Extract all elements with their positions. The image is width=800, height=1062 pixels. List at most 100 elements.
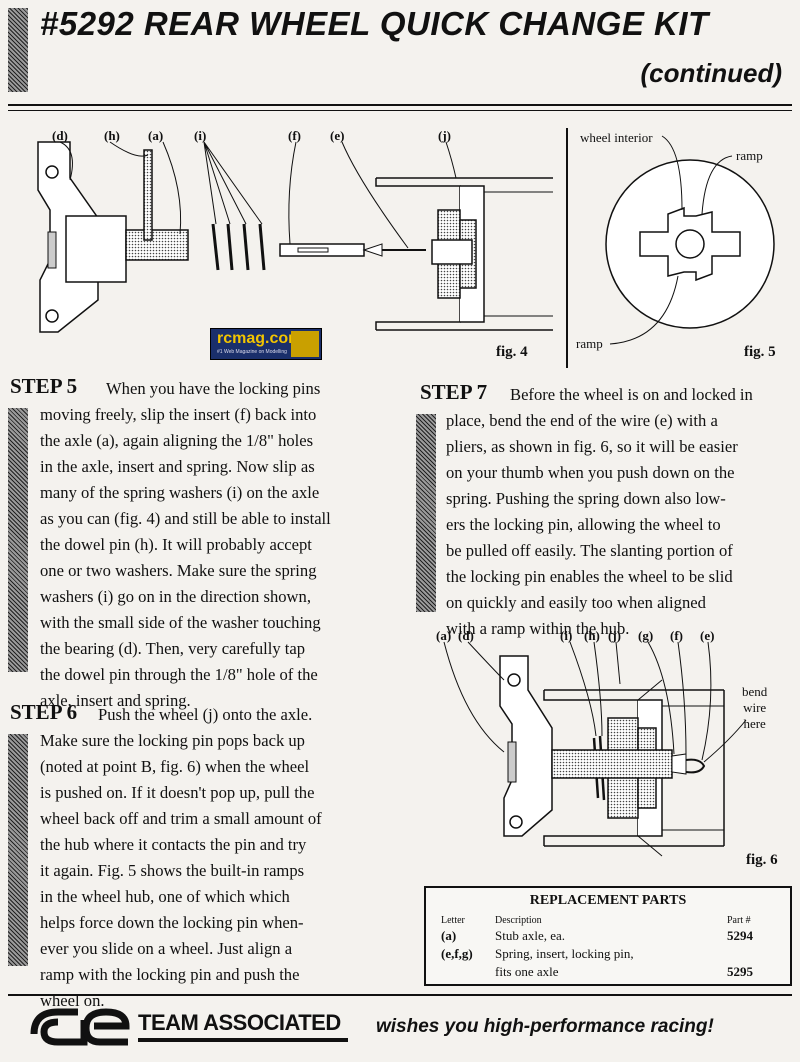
- step5-line-5: as you can (fig. 4) and still be able to…: [40, 509, 331, 528]
- header-rule-bottom: [8, 110, 792, 111]
- step6-line-7: in the wheel hub, one of which which: [40, 887, 290, 906]
- parts-row-letter: (e,f,g): [441, 946, 473, 961]
- replacement-parts-box: REPLACEMENT PARTS Letter Description Par…: [424, 886, 792, 986]
- fig6-label-j: (j): [608, 628, 621, 643]
- figure-6: (a) (d) (i) (h) (j) (g) (f) (e) bend wir…: [424, 620, 796, 872]
- figure-4-drawing: [37, 141, 553, 333]
- rcmag-logo-tagline: #1 Web Magazine on Modelling: [217, 349, 287, 355]
- step6: STEP 6 Push the wheel (j) onto the axle.…: [8, 700, 400, 1010]
- step7-title: STEP 7: [420, 380, 488, 404]
- parts-row-description: Stub axle, ea.: [495, 928, 566, 943]
- fig4-label-f: (f): [288, 128, 301, 143]
- rcmag-logo-text: rcmag.com: [217, 330, 303, 347]
- fig6-label-a: (a): [436, 628, 452, 643]
- page-subtitle: (continued): [640, 58, 782, 88]
- fig5-divider: [566, 128, 568, 368]
- header-stripe: [8, 8, 28, 92]
- parts-table: Letter Description Part # (a) Stub axle,…: [440, 914, 780, 981]
- fig4-label-h: (h): [104, 128, 120, 143]
- step7-line-3: on your thumb when you push down on the: [446, 463, 735, 482]
- fig5-label-wheel-interior: wheel interior: [580, 130, 653, 145]
- fig6-label-i: (i): [560, 628, 573, 643]
- parts-header-part: Part #: [727, 915, 751, 926]
- step5-line-2: the axle (a), again aligning the 1/8" ho…: [40, 431, 314, 450]
- step5-line-6: the dowel pin (h). It will probably acce…: [40, 535, 312, 554]
- fig5-label-ramp-bottom: ramp: [576, 336, 603, 351]
- step7-line-5: ers the locking pin, allowing the wheel …: [446, 515, 721, 534]
- fig6-label-h: (h): [584, 628, 600, 643]
- step5-line-12: axle, insert and spring.: [40, 691, 191, 710]
- step7-line-8: on quickly and easily too when aligned: [446, 593, 706, 612]
- figure-5: wheel interior ramp ramp fig. 5: [570, 120, 792, 370]
- parts-row-letter: [440, 963, 494, 981]
- fig4-label-d: (d): [52, 128, 68, 143]
- parts-title: REPLACEMENT PARTS: [529, 893, 687, 908]
- step6-line-0: Push the wheel (j) onto the axle.: [98, 705, 313, 724]
- fig6-label-g: (g): [638, 628, 654, 643]
- step5-line-9: with the small side of the washer touchi…: [40, 613, 321, 632]
- step6-line-9: ever you slide on a wheel. Just align a: [40, 939, 293, 958]
- step6-line-8: helps force down the locking pin when-: [40, 913, 304, 932]
- step5-line-1: moving freely, slip the insert (f) back …: [40, 405, 317, 424]
- figure-4: (d) (h) (a) (i) (f) (e) (j) fig. 4: [8, 120, 558, 370]
- parts-row-letter: (a): [441, 928, 457, 943]
- step7: STEP 7 Before the wheel is on and locked…: [414, 380, 794, 638]
- fig4-caption: fig. 4: [496, 344, 528, 360]
- fig5-label-ramp-top: ramp: [736, 148, 763, 163]
- table-row: (e,f,g) Spring, insert, locking pin,: [440, 945, 780, 963]
- fig5-caption: fig. 5: [744, 344, 776, 360]
- fig6-bend-label: bend wire here: [742, 684, 767, 732]
- step7-line-1: place, bend the end of the wire (e) with…: [446, 411, 718, 430]
- step5-line-8: washers (i) go on in the direction shown…: [40, 587, 311, 606]
- step6-line-4: wheel back off and trim a small amount o…: [40, 809, 322, 828]
- step5-line-11: the dowel pin through the 1/8" hole of t…: [40, 665, 318, 684]
- step6-line-6: it again. Fig. 5 shows the built-in ramp…: [40, 861, 305, 880]
- step5-line-0: When you have the locking pins: [106, 379, 321, 398]
- parts-row-part: 5294: [727, 928, 753, 943]
- step7-line-4: spring. Pushing the spring down also low…: [446, 489, 726, 508]
- step6-line-1: Make sure the locking pin pops back up: [40, 731, 305, 750]
- rcmag-logo: rcmag.com #1 Web Magazine on Modelling: [210, 328, 322, 360]
- step5-line-4: many of the spring washers (i) on the ax…: [40, 483, 320, 502]
- step6-line-10: ramp with the locking pin and push the: [40, 965, 300, 984]
- race-car-icon: [138, 1038, 348, 1042]
- step5-line-10: the bearing (d). Then, very carefully ta…: [40, 639, 306, 658]
- team-associated-text: TEAM ASSOCIATED: [138, 1010, 341, 1035]
- team-associated-logo: TEAM ASSOCIATED: [28, 1004, 358, 1050]
- fig6-caption: fig. 6: [746, 852, 778, 868]
- ae-logo-icon: [30, 1008, 130, 1046]
- parts-header-description: Description: [495, 915, 542, 926]
- fig6-label-d: (d): [458, 628, 474, 643]
- step5: STEP 5 When you have the locking pins mo…: [8, 374, 400, 710]
- parts-row-part: 5295: [727, 964, 753, 979]
- fig6-label-f: (f): [670, 628, 683, 643]
- step6-line-2: (noted at point B, fig. 6) when the whee…: [40, 757, 310, 776]
- fig6-bend-label-line-1: wire: [743, 700, 767, 715]
- step6-line-3: is pushed on. If it doesn't pop up, pull…: [40, 783, 315, 802]
- step5-line-7: one or two washers. Make sure the spring: [40, 561, 317, 580]
- step7-line-7: the locking pin enables the wheel to be …: [446, 567, 733, 586]
- step6-line-5: the hub where it contacts the pin and tr…: [40, 835, 307, 854]
- page-title: #5292 REAR WHEEL QUICK CHANGE KIT: [40, 5, 709, 42]
- figure-6-drawing: [443, 641, 747, 857]
- parts-row-part: [726, 945, 780, 963]
- step5-stripe: [8, 408, 28, 672]
- fig6-bend-label-line-0: bend: [742, 684, 768, 699]
- fig6-label-e: (e): [700, 628, 715, 643]
- table-row: fits one axle 5295: [440, 963, 780, 981]
- step7-line-6: be pulled off easily. The slanting porti…: [446, 541, 733, 560]
- footer-rule: [8, 994, 792, 996]
- table-row: (a) Stub axle, ea. 5294: [440, 927, 780, 945]
- parts-row-description: fits one axle: [495, 964, 559, 979]
- parts-header-letter: Letter: [441, 915, 465, 926]
- fig4-label-j: (j): [438, 128, 451, 143]
- step6-title: STEP 6: [10, 700, 78, 724]
- step7-line-2: pliers, as shown in fig. 6, so it will b…: [446, 437, 738, 456]
- parts-header-row: Letter Description Part #: [440, 914, 780, 927]
- step5-line-3: in the axle, insert and spring. Now slip…: [40, 457, 315, 476]
- rcmag-logo-car-image: [291, 331, 319, 357]
- fig6-bend-label-line-2: here: [743, 716, 766, 731]
- step7-line-0: Before the wheel is on and locked in: [510, 385, 753, 404]
- fig4-label-a: (a): [148, 128, 164, 143]
- figure-5-drawing: [605, 135, 775, 345]
